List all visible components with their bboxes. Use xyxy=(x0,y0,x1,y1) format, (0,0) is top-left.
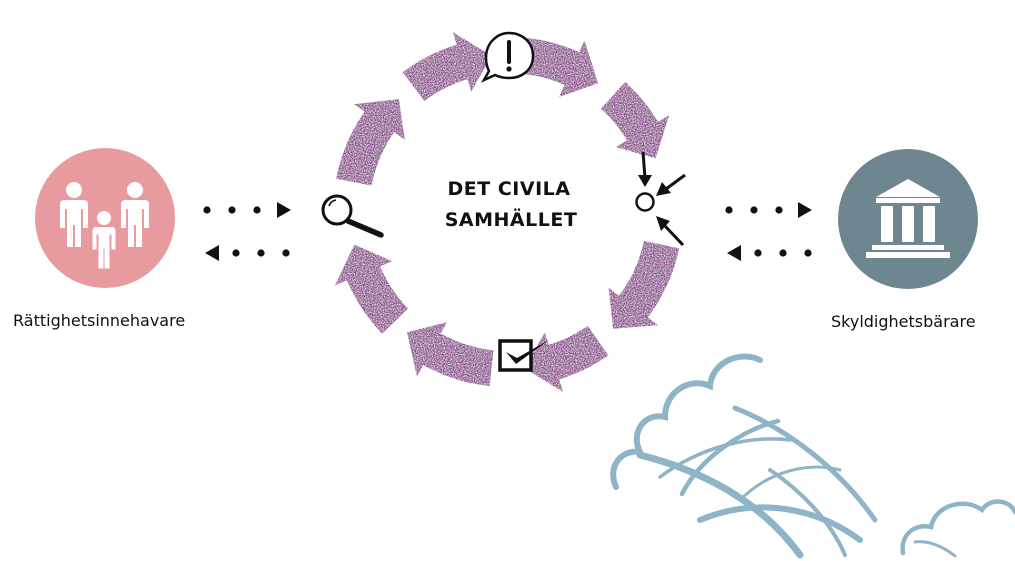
cycle-arrow-ring xyxy=(334,32,680,392)
duty-bearer-label: Skyldighetsbärare xyxy=(831,312,976,331)
family-people-icon xyxy=(60,182,149,269)
duty-bearer-node xyxy=(838,149,978,289)
cycle-arrow xyxy=(407,322,494,386)
checkbox-checked-icon xyxy=(498,339,549,372)
rights-holder-label: Rättighetsinnehavare xyxy=(13,311,186,330)
cycle-arrow xyxy=(608,240,680,329)
right-exchange-arrows xyxy=(725,202,812,261)
rights-holder-node xyxy=(35,148,175,288)
cycle-arrow xyxy=(336,99,405,186)
institution-building-icon xyxy=(866,179,950,258)
wind-cloud-icon xyxy=(610,353,1015,559)
magnifying-glass-icon xyxy=(321,194,384,238)
cycle-arrow xyxy=(334,244,408,334)
cycle-arrow xyxy=(524,325,609,392)
left-exchange-arrows xyxy=(203,202,291,261)
speech-bubble-exclamation-icon xyxy=(481,31,535,83)
center-title: DET CIVILA SAMHÄLLET xyxy=(445,178,578,231)
center-title-line2: SAMHÄLLET xyxy=(445,207,578,231)
cycle-arrow xyxy=(522,38,599,97)
cycle-arrow xyxy=(402,32,492,102)
converging-arrows-target-icon xyxy=(635,151,686,247)
center-title-line1: DET CIVILA xyxy=(448,178,571,200)
cycle-arrow xyxy=(601,81,670,159)
